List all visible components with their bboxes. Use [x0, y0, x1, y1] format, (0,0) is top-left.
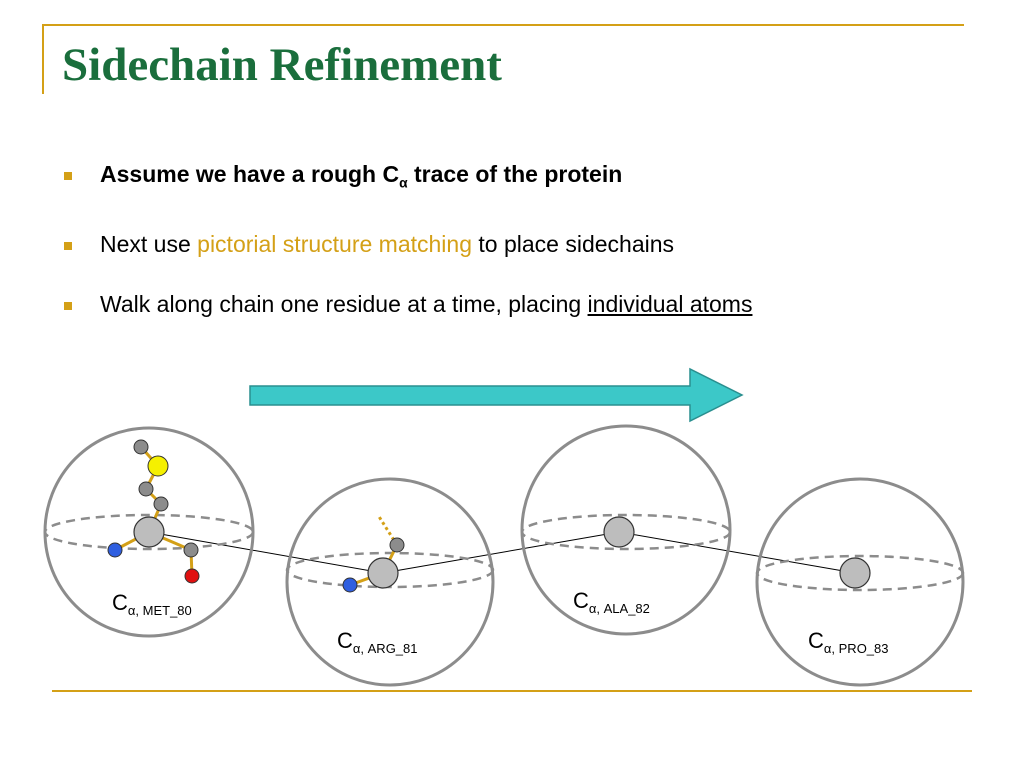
c-alpha-atom-arg81 — [367, 557, 399, 589]
c-alpha-atom-pro83 — [839, 557, 871, 589]
residue-label-pro83: Cα, PRO_83 — [808, 628, 889, 656]
residue-sphere-met80 — [43, 426, 255, 638]
bullet-list: Assume we have a rough Cα trace of the p… — [62, 160, 962, 318]
sidechain-met80 — [107, 439, 200, 584]
nitrogen-atom — [342, 577, 358, 593]
direction-arrow — [249, 367, 744, 423]
nitrogen-atom — [107, 542, 123, 558]
bullet-square-icon — [64, 301, 72, 310]
slide-title: Sidechain Refinement — [62, 39, 502, 91]
highlight-text: pictorial structure matching — [197, 230, 472, 257]
residue-label-arg81: Cα, ARG_81 — [337, 628, 418, 656]
backbone-trace — [148, 531, 856, 574]
footer-line — [52, 690, 972, 692]
residue-label-met80: Cα, MET_80 — [112, 590, 192, 618]
carbon-atom — [389, 537, 405, 553]
bullet-square-icon — [64, 172, 72, 180]
residue-sphere-pro83 — [755, 477, 965, 687]
c-alpha-atom-ala82 — [603, 516, 635, 548]
bullet-item-2: Next use pictorial structure matching to… — [62, 230, 962, 258]
c-alpha-atom-met80 — [133, 516, 165, 548]
oxygen-atom — [184, 568, 200, 584]
sidechain-arg81 — [342, 514, 405, 593]
bullet-item-3: Walk along chain one residue at a time, … — [62, 290, 962, 318]
residue-label-ala82: Cα, ALA_82 — [573, 588, 650, 616]
residue-sphere-arg81 — [285, 477, 495, 687]
carbon-atom — [138, 481, 154, 497]
residue-diagram: Cα, MET_80 Cα, ARG_81 Cα, ALA_82 Cα, PRO… — [43, 367, 965, 687]
sulfur-atom — [147, 455, 169, 477]
bullet-square-icon — [64, 241, 72, 250]
residue-sphere-ala82 — [520, 424, 732, 636]
carbon-atom — [133, 439, 149, 455]
underlined-text: individual atoms — [587, 290, 753, 317]
bullet-item-1: Assume we have a rough Cα trace of the p… — [62, 160, 962, 198]
frame-left-line — [42, 24, 44, 94]
carbon-atom — [153, 496, 169, 512]
frame-top-line — [42, 24, 964, 26]
carbon-atom — [183, 542, 199, 558]
